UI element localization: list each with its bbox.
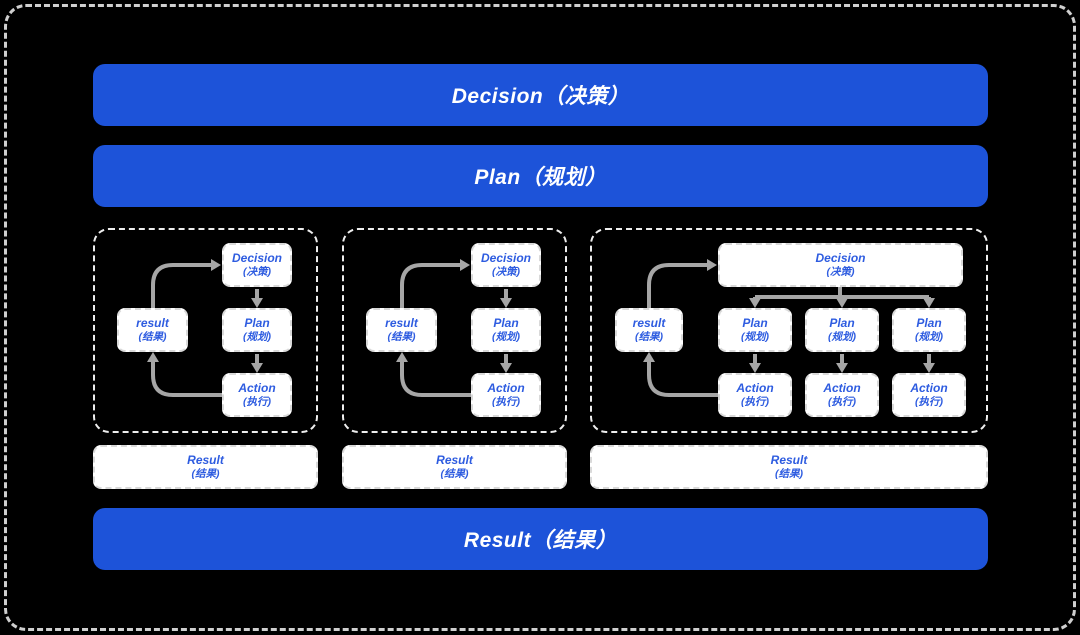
node-decision-label-zh: (决策) [492,266,520,278]
result-box-label-zh: (结果) [191,468,220,480]
node-decision-label-en: Decision [231,251,282,265]
node-result-label-en: result [632,316,666,330]
node-decision-label-en: Decision [815,251,866,265]
node-decision-label-zh: (决策) [243,266,271,278]
node-result-label-zh: (结果) [387,331,416,343]
node-decision: Decision (决策) [718,243,963,287]
result-box-label-en: Result [770,453,808,467]
result-box-label-zh: (结果) [440,468,469,480]
node-action-label-en: Action [736,381,774,395]
node-plan-label-zh: (规划) [915,331,943,343]
node-plan-3: Plan (规划) [892,308,966,352]
banner-result-label: Result（结果） [463,529,618,552]
node-action-label-zh: (执行) [828,396,856,408]
node-plan-label-en: Plan [493,316,519,330]
cycle-arrows-1 [147,259,263,397]
node-action: Action (执行) [471,373,541,417]
node-action-1: Action (执行) [718,373,792,417]
banner-decision: Decision（决策） [93,64,988,126]
node-plan-2: Plan (规划) [805,308,879,352]
node-decision: Decision (决策) [471,243,541,287]
node-result-label-en: result [385,316,418,330]
cycle-arrows-3 [643,259,935,397]
loop-panel-3: Decision (决策) result (结果) Plan (规划) Plan… [590,228,988,433]
loop-panel-2: Decision (决策) Plan (规划) Action (执行) resu… [342,228,567,433]
result-box-1: Result (结果) [93,445,318,489]
banner-plan: Plan（规划） [93,145,988,207]
node-action-label-en: Action [823,381,861,395]
node-action-label-zh: (执行) [915,396,943,408]
result-box-label-en: Result [436,453,473,467]
node-action: Action (执行) [222,373,292,417]
node-action-label-en: Action [487,381,525,395]
node-action-2: Action (执行) [805,373,879,417]
node-plan-label-zh: (规划) [243,331,271,343]
node-result: result (结果) [117,308,188,352]
node-result: result (结果) [366,308,437,352]
node-decision-label-en: Decision [480,251,531,265]
node-plan: Plan (规划) [222,308,292,352]
result-box-3: Result (结果) [590,445,988,489]
node-plan-label-zh: (规划) [741,331,769,343]
node-action-label-en: Action [238,381,276,395]
loop-panel-1: Decision (决策) Plan (规划) Action (执行) resu… [93,228,318,433]
node-result-label-en: result [136,316,169,330]
result-box-label-en: Result [187,453,224,467]
result-box-2: Result (结果) [342,445,567,489]
node-action-label-zh: (执行) [492,396,520,408]
node-plan-1: Plan (规划) [718,308,792,352]
banner-decision-label: Decision（决策） [451,85,630,108]
result-box-label-zh: (结果) [775,468,803,480]
node-plan-label-en: Plan [244,316,270,330]
node-decision: Decision (决策) [222,243,292,287]
node-plan-label-en: Plan [742,316,768,330]
node-result-label-zh: (结果) [635,331,663,343]
banner-plan-label: Plan（规划） [474,166,607,189]
node-action-label-en: Action [910,381,948,395]
node-result-label-zh: (结果) [138,331,167,343]
banner-result: Result（结果） [93,508,988,570]
node-action-label-zh: (执行) [243,396,271,408]
node-plan-label-zh: (规划) [828,331,856,343]
node-plan-label-en: Plan [829,316,855,330]
node-plan: Plan (规划) [471,308,541,352]
cycle-arrows-2 [396,259,512,397]
node-plan-label-en: Plan [916,316,942,330]
node-decision-label-zh: (决策) [826,266,855,278]
node-action-label-zh: (执行) [741,396,769,408]
node-result: result (结果) [615,308,683,352]
node-plan-label-zh: (规划) [492,331,520,343]
node-action-3: Action (执行) [892,373,966,417]
